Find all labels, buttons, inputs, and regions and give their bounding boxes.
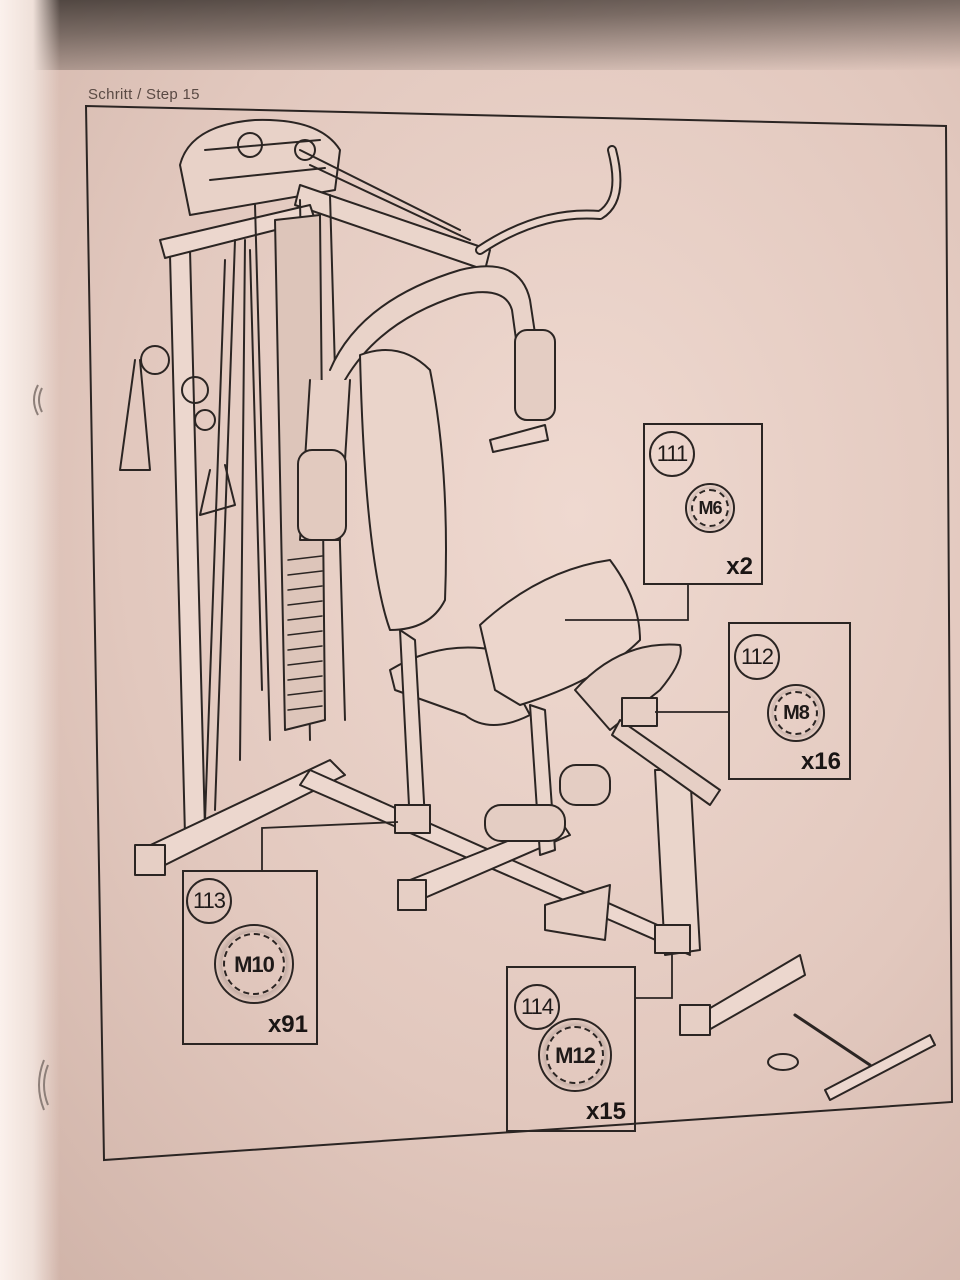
part-number-badge: 111 (649, 431, 695, 477)
nut-thread-ring (691, 489, 729, 527)
part-number-badge: 113 (186, 878, 232, 924)
part-number-badge: 112 (734, 634, 780, 680)
part-quantity: x15 (585, 1098, 626, 1125)
part-quantity: x2 (726, 553, 753, 580)
nut-thread-ring (774, 691, 818, 735)
hex-nut-icon: M12 (538, 1018, 612, 1092)
step-label: Schritt / Step 15 (88, 86, 200, 103)
hex-nut-icon: M6 (685, 483, 735, 533)
nut-size-label: M6 (698, 498, 722, 518)
home-gym-drawing (119, 118, 936, 1101)
part-callout-114: 114 M12 x15 (506, 966, 636, 1132)
step-frame (84, 104, 954, 1162)
binding-holes (33, 384, 49, 1111)
part-quantity: x91 (267, 1011, 308, 1038)
part-callout-112: 112 M8 x16 (728, 622, 851, 780)
hex-nut-icon: M10 (214, 924, 294, 1004)
leader-lines (261, 585, 728, 999)
part-callout-111: 111 M6 x2 (643, 423, 763, 585)
nut-size-label: M12 (555, 1043, 596, 1068)
nut-size-label: M8 (783, 702, 810, 724)
nut-thread-ring (223, 933, 285, 995)
hex-nut-icon: M8 (767, 684, 825, 742)
nut-size-label: M10 (234, 952, 275, 977)
part-quantity: x16 (800, 748, 841, 775)
part-callout-113: 113 M10 x91 (182, 870, 318, 1045)
nut-thread-ring (546, 1026, 604, 1084)
book-gutter (0, 0, 60, 1280)
part-number-badge: 114 (514, 984, 560, 1030)
page-shadow (0, 0, 960, 70)
